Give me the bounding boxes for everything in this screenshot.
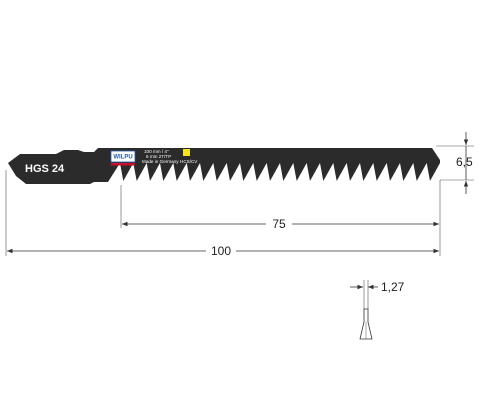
material-label: HCS/CV (180, 159, 198, 164)
cutting-length-label: 75 (272, 217, 286, 231)
tpi-label: 6 mm 2T/TP (146, 154, 171, 159)
origin-label: Made in Germany (142, 159, 179, 164)
model-label: HGS 24 (25, 163, 65, 175)
overall-length-label: 100 (211, 244, 231, 258)
material-badge (183, 149, 190, 156)
blade-teeth (120, 163, 440, 181)
saw-teeth-path (120, 163, 440, 181)
blade-height-label: 6,5 (456, 155, 473, 169)
brand-stripe (111, 163, 135, 166)
thickness-label: 1,27 (381, 280, 405, 294)
brand-logo-text: WILPU (113, 155, 132, 161)
brand-logo (110, 150, 136, 163)
length-label: 100 mm / 4" (144, 149, 169, 154)
